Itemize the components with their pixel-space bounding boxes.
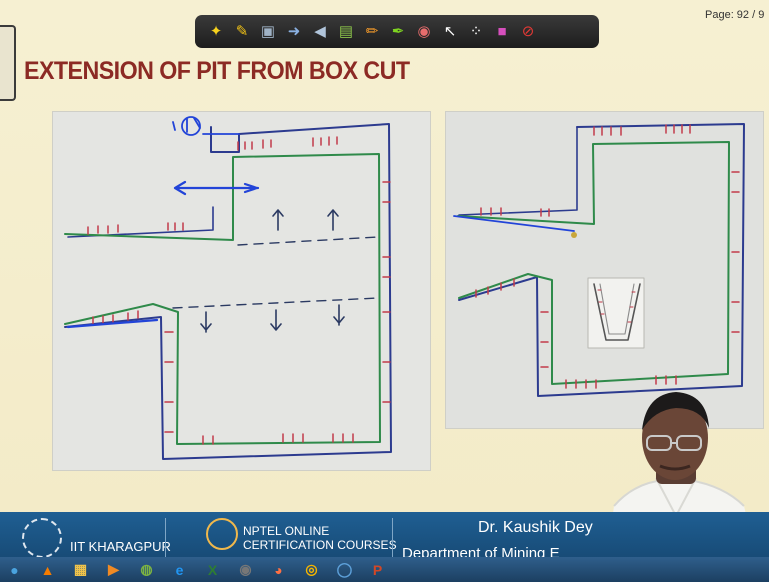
laser-icon[interactable]: ⁘: [465, 21, 487, 43]
excel-icon[interactable]: X: [204, 561, 221, 578]
camera-icon[interactable]: ◉: [237, 561, 254, 578]
paint-icon[interactable]: ◍: [138, 561, 155, 578]
slide-title: EXTENSION OF PIT FROM BOX CUT: [24, 57, 410, 86]
media-player-icon[interactable]: ▶: [105, 561, 122, 578]
search-icon[interactable]: ◯: [336, 561, 353, 578]
pit-sketch-photo-left: [52, 111, 431, 471]
eraser-icon[interactable]: ◉: [413, 21, 435, 43]
nptel-line-2: CERTIFICATION COURSES: [243, 538, 397, 552]
slide: Page: 92 / 9 ✦✎▣➜◀▤✏✒◉↖⁘■⊘ EXTENSION OF …: [0, 0, 769, 512]
institute-name: IIT KHARAGPUR: [70, 539, 171, 554]
footer-divider: [392, 518, 393, 558]
explorer-icon[interactable]: ▦: [72, 561, 89, 578]
start-icon[interactable]: ●: [6, 561, 23, 578]
ie-icon[interactable]: e: [171, 561, 188, 578]
page-number: Page: 92 / 9: [705, 9, 764, 21]
footer-divider: [165, 518, 166, 558]
marker-icon[interactable]: ✒: [387, 21, 409, 43]
cursor-icon[interactable]: ↖: [439, 21, 461, 43]
instructor-name: Dr. Kaushik Dey: [478, 519, 593, 537]
highlighter-icon[interactable]: ✎: [231, 21, 253, 43]
color-picker-icon[interactable]: ■: [491, 21, 513, 43]
chrome-icon[interactable]: ◎: [303, 561, 320, 578]
pencil-icon[interactable]: ✏: [361, 21, 383, 43]
firefox-icon[interactable]: ◕: [270, 561, 287, 578]
stamp-icon[interactable]: ▣: [257, 21, 279, 43]
pointer-pen-icon[interactable]: ✦: [205, 21, 227, 43]
vlc-icon[interactable]: ▲: [39, 561, 56, 578]
powerpoint-icon[interactable]: P: [369, 561, 386, 578]
clear-icon[interactable]: ⊘: [517, 21, 539, 43]
pit-sketch-photo-right: [445, 111, 764, 429]
side-panel-tab[interactable]: [0, 25, 16, 101]
arrow-right-icon[interactable]: ➜: [283, 21, 305, 43]
footer-banner: IIT KHARAGPUR NPTEL ONLINE CERTIFICATION…: [0, 512, 769, 560]
nptel-logo-icon: [206, 518, 238, 550]
arrow-left-icon[interactable]: ◀: [309, 21, 331, 43]
annotation-toolbar: ✦✎▣➜◀▤✏✒◉↖⁘■⊘: [195, 15, 599, 48]
nptel-line-1: NPTEL ONLINE: [243, 524, 397, 538]
iit-logo-icon: [22, 518, 62, 558]
nptel-label: NPTEL ONLINE CERTIFICATION COURSES: [243, 524, 397, 552]
screen-icon[interactable]: ▤: [335, 21, 357, 43]
